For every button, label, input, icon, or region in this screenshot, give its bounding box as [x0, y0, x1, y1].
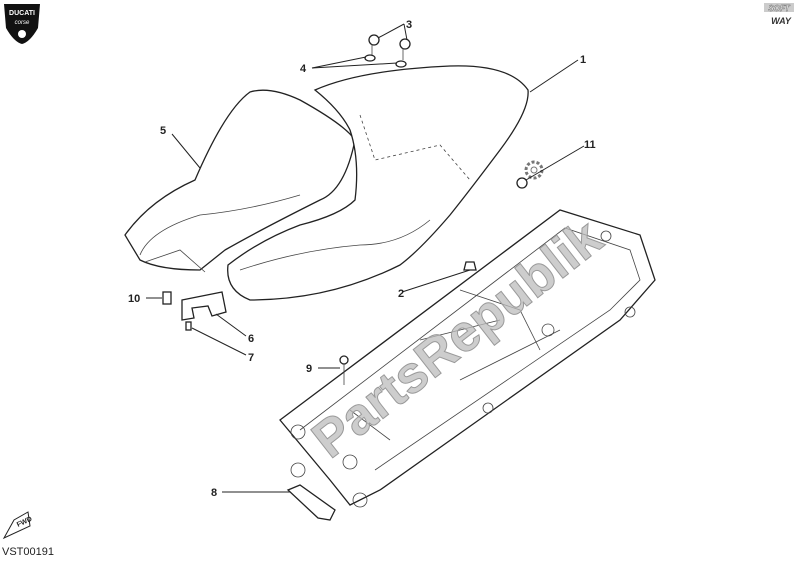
svg-text:DUCATI: DUCATI	[9, 10, 35, 17]
svg-text:corse: corse	[15, 20, 30, 26]
callout-1[interactable]: 1	[580, 54, 586, 66]
callout-2[interactable]: 2	[398, 288, 404, 300]
screw-part-3b	[399, 38, 411, 60]
callout-4[interactable]: 4	[300, 63, 307, 75]
callout-11[interactable]: 11	[584, 139, 596, 151]
callout-9[interactable]: 9	[306, 363, 312, 375]
fwd-arrow-icon: FWD	[2, 511, 33, 540]
callout-3[interactable]: 3	[406, 19, 412, 31]
callout-8[interactable]: 8	[211, 487, 217, 499]
nut-part-11	[516, 177, 528, 189]
washer-part-4	[364, 54, 407, 68]
rubber-pad-part-2	[463, 261, 477, 271]
screw-part-9	[339, 355, 349, 385]
plate-part-8	[286, 484, 336, 521]
callout-5[interactable]: 5	[160, 125, 166, 137]
diagram-code: VST00191	[2, 546, 54, 558]
callout-7[interactable]: 7	[248, 352, 254, 364]
svg-text:WAY: WAY	[771, 16, 792, 26]
svg-text:SOFT: SOFT	[768, 4, 790, 13]
leader-lines	[146, 23, 585, 493]
screw-part-7	[185, 321, 192, 331]
screw-part-10	[162, 291, 172, 305]
rear-subframe	[279, 209, 656, 508]
gear-icon	[524, 160, 544, 180]
seat-part-5	[124, 89, 356, 273]
softway-logo: SOFT WAY	[764, 3, 794, 26]
callout-6[interactable]: 6	[248, 333, 254, 345]
ducati-corse-logo: DUCATI corse	[4, 4, 40, 44]
bracket-part-6	[181, 291, 227, 321]
seat-cowl-part-1	[227, 65, 529, 301]
callout-10[interactable]: 10	[128, 293, 140, 305]
screw-part-3a	[368, 34, 380, 56]
